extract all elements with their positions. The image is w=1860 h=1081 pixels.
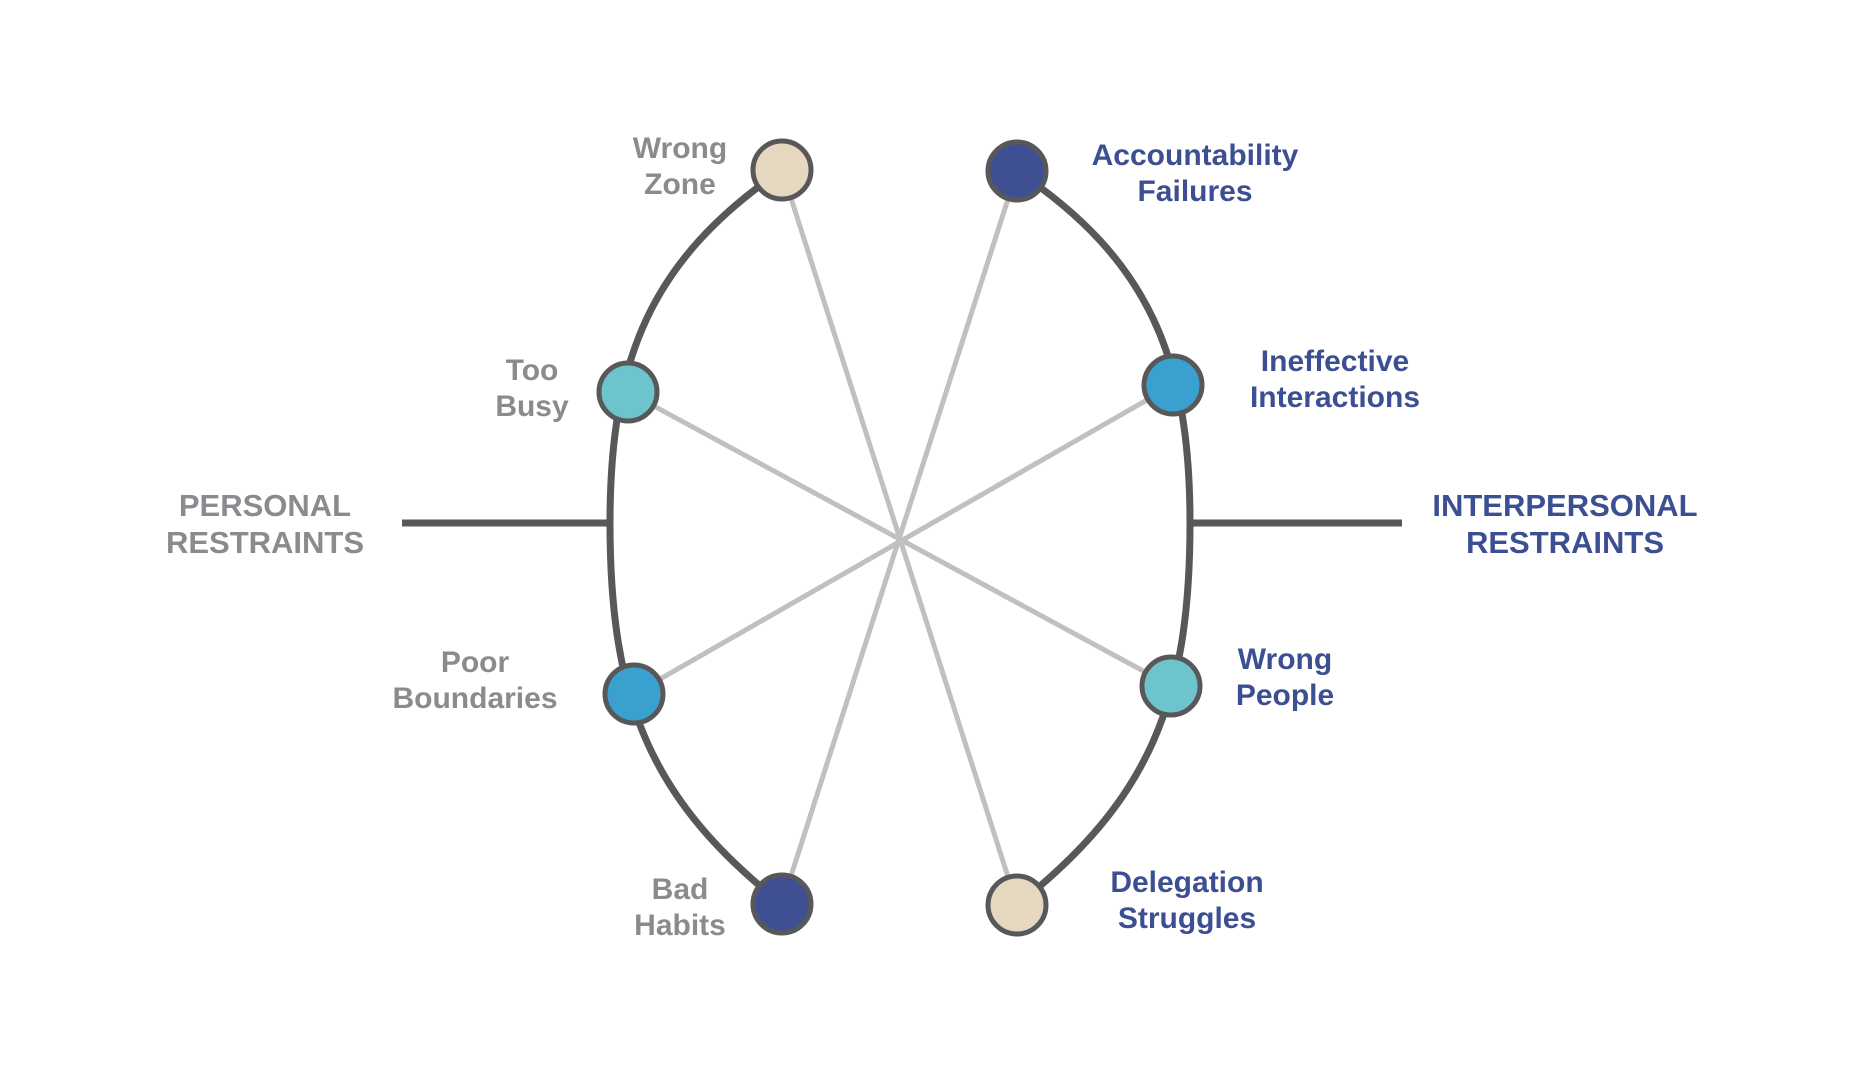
node-accountability-failures: [985, 139, 1049, 203]
arcs: [402, 166, 1402, 909]
personal-restraints-line1: PERSONAL: [178, 488, 352, 523]
left-arc: [606, 166, 786, 908]
label-bad-habits: Bad Habits: [590, 872, 770, 944]
node-ineffective-interactions: [1141, 353, 1205, 417]
node-delegation-struggles: [985, 873, 1049, 937]
interpersonal-restraints-line1: INTERPERSONAL: [1432, 488, 1698, 523]
node-wrong-people: [1139, 654, 1203, 718]
label-wrong-people: Wrong People: [1200, 642, 1370, 714]
label-delegation-struggles-line2: Struggles: [1117, 902, 1257, 935]
label-poor-boundaries-line2: Boundaries: [392, 682, 558, 715]
label-wrong-zone: Wrong Zone: [590, 131, 770, 203]
personal-restraints-line2: RESTRAINTS: [165, 525, 365, 561]
label-bad-habits-line1: Bad: [651, 873, 709, 906]
label-too-busy: Too Busy: [442, 353, 622, 425]
label-poor-boundaries: Poor Boundaries: [370, 645, 580, 717]
label-bad-habits-line2: Habits: [634, 909, 726, 942]
label-delegation-struggles-line1: Delegation: [1110, 866, 1264, 899]
label-ineffective-interactions-line1: Ineffective: [1260, 345, 1410, 378]
label-wrong-people-line1: Wrong: [1237, 643, 1333, 676]
node-poor-boundaries: [602, 662, 666, 726]
interpersonal-restraints-label: INTERPERSONAL RESTRAINTS: [1400, 487, 1730, 561]
label-too-busy-line1: Too: [505, 354, 559, 387]
personal-restraints-label: PERSONAL RESTRAINTS: [130, 487, 400, 561]
node-bad-habits: [750, 872, 814, 936]
label-wrong-zone-line1: Wrong: [632, 132, 728, 165]
spoke-poor-boundaries-to-ineffective-interactions: [631, 382, 1176, 697]
interpersonal-restraints-line2: RESTRAINTS: [1465, 525, 1665, 561]
label-too-busy-line2: Busy: [495, 390, 569, 423]
label-accountability-failures: Accountability Failures: [1055, 138, 1335, 210]
node-wrong-zone: [750, 138, 814, 202]
node-too-busy: [596, 360, 660, 424]
label-wrong-zone-line2: Zone: [644, 168, 716, 201]
label-poor-boundaries-line1: Poor: [440, 646, 510, 679]
right-arc: [1013, 167, 1194, 909]
label-delegation-struggles: Delegation Struggles: [1072, 865, 1302, 937]
label-wrong-people-line2: People: [1235, 679, 1335, 712]
label-ineffective-interactions: Ineffective Interactions: [1205, 344, 1465, 416]
label-accountability-failures-line1: Accountability: [1091, 139, 1299, 172]
label-ineffective-interactions-line2: Interactions: [1249, 381, 1421, 414]
spokes: [625, 167, 1176, 908]
label-accountability-failures-line2: Failures: [1137, 175, 1253, 208]
spoke-bad-habits-to-accountability-failures: [779, 168, 1020, 907]
